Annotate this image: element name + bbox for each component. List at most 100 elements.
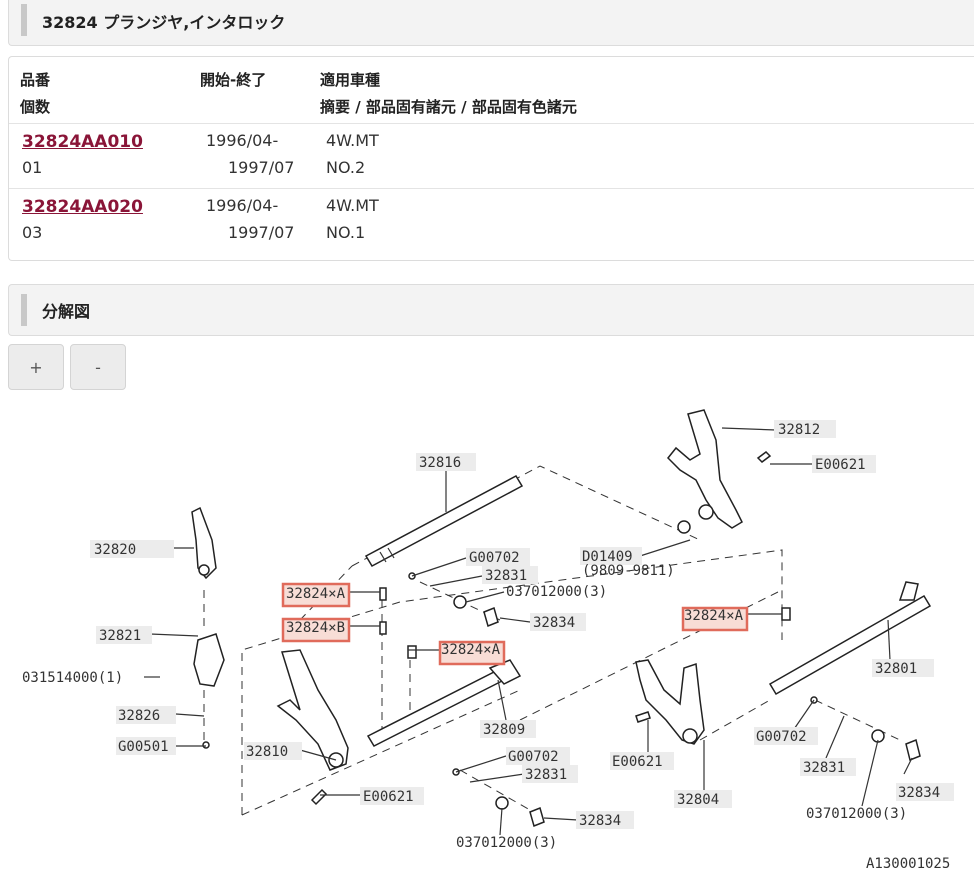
highlighted-part-callout[interactable]: 32824×A — [438, 640, 506, 666]
part-callout[interactable]: 32812 — [774, 420, 836, 438]
label-32821: 32821 — [99, 628, 141, 644]
label-d01409: D01409 — [582, 549, 633, 565]
label-g00702-c: G00702 — [756, 729, 807, 745]
quantity: 01 — [22, 158, 43, 177]
diagram-section-title: 分解図 — [42, 302, 91, 321]
label-32824-b: 32824×B — [286, 620, 345, 636]
part-callout[interactable]: E00621 — [610, 752, 674, 770]
shift-rod-32801 — [768, 581, 932, 696]
label-32816: 32816 — [419, 455, 461, 471]
part-callout[interactable]: G00501 — [116, 737, 176, 755]
label-32824-a-3: 32824×A — [441, 642, 501, 658]
part-callout[interactable]: 037012000(3) — [456, 835, 557, 851]
label-32824-a-2: 32824×A — [684, 608, 744, 624]
part-callout[interactable]: 32804 — [674, 790, 732, 808]
part-title-panel: 32824 プランジヤ,インタロック — [8, 0, 974, 46]
part-callout[interactable]: 037012000(3) — [806, 806, 907, 822]
exploded-diagram: 32812 E00621 32816 32820 G00702 32831 D0… — [22, 409, 954, 872]
label-d01409-range: (9809-9811) — [582, 563, 675, 579]
note: NO.1 — [326, 223, 366, 242]
label-g00702-a: G00702 — [469, 550, 520, 566]
shift-fork-32804 — [635, 659, 705, 745]
header-qty: 個数 — [20, 98, 51, 116]
row-divider — [9, 123, 974, 124]
label-037012000-b: 037012000(3) — [456, 835, 557, 851]
label-g00501: G00501 — [118, 739, 169, 755]
highlighted-part-callout[interactable]: 32824×B — [281, 617, 351, 643]
header-part-no: 品番 — [20, 71, 51, 89]
part-callout[interactable]: 32831 — [482, 566, 538, 584]
label-32804: 32804 — [677, 792, 719, 808]
page-title: 32824 プランジヤ,インタロック — [42, 12, 286, 32]
diagram-accent-bar — [21, 294, 27, 326]
label-32834-c: 32834 — [898, 785, 940, 801]
header-period: 開始-終了 — [200, 71, 267, 89]
part-callout[interactable]: 32809 — [480, 720, 536, 738]
figure-id: A130001025 — [866, 856, 950, 872]
label-031514000: 031514000(1) — [22, 670, 123, 686]
part-callout[interactable]: 037012000(3) — [506, 584, 607, 600]
part-callout[interactable]: 031514000(1) — [22, 670, 123, 686]
part-callout[interactable]: 32834 — [530, 613, 586, 631]
part-callout[interactable]: 32816 — [416, 453, 476, 471]
part-callout[interactable]: 32821 — [96, 626, 152, 644]
quantity: 03 — [22, 223, 43, 242]
end-date: 1997/07 — [228, 223, 295, 242]
row-divider — [9, 188, 974, 189]
shift-arm-32820 — [191, 506, 217, 580]
label-32831-a: 32831 — [485, 568, 527, 584]
small-hardware — [202, 451, 921, 828]
label-32812: 32812 — [778, 422, 820, 438]
label-e00621-mid: E00621 — [363, 789, 414, 805]
part-callout[interactable]: D01409 (9809-9811) — [580, 547, 675, 579]
label-32809: 32809 — [483, 722, 525, 738]
label-037012000-a: 037012000(3) — [506, 584, 607, 600]
shift-rod-32816 — [364, 475, 524, 567]
part-callout[interactable]: 32810 — [244, 742, 302, 760]
label-e00621-top: E00621 — [815, 457, 866, 473]
header-model: 適用車種 — [320, 71, 381, 89]
part-number-link[interactable]: 32824AA010 — [22, 132, 143, 152]
figure-id-label: A130001025 — [866, 856, 950, 872]
label-g00702-b: G00702 — [508, 749, 559, 765]
part-callout[interactable]: E00621 — [812, 455, 876, 473]
label-32831-b: 32831 — [525, 767, 567, 783]
highlighted-part-callout[interactable]: 32824×A — [281, 582, 351, 608]
part-callout[interactable]: G00702 — [506, 747, 570, 765]
end-date: 1997/07 — [228, 158, 295, 177]
part-callout[interactable]: G00702 — [466, 548, 530, 566]
note: NO.2 — [326, 158, 366, 177]
label-32820: 32820 — [94, 542, 136, 558]
part-callout[interactable]: 32801 — [872, 659, 934, 677]
model: 4W.MT — [326, 131, 379, 150]
start-date: 1996/04- — [206, 196, 279, 215]
shift-rod-32809 — [366, 659, 522, 747]
shift-fork-32810 — [276, 649, 349, 771]
part-callout[interactable]: 32834 — [576, 811, 634, 829]
part-callout[interactable]: 32826 — [116, 706, 176, 724]
part-number-link[interactable]: 32824AA020 — [22, 197, 143, 217]
title-accent-bar — [21, 4, 27, 36]
parts-table: 品番 個数 開始-終了 適用車種 摘要 / 部品固有諸元 / 部品固有色諸元 3… — [8, 56, 974, 261]
zoom-out-button[interactable]: - — [70, 344, 126, 390]
label-32831-c: 32831 — [803, 760, 845, 776]
part-callout[interactable]: 32834 — [896, 783, 954, 801]
label-32826: 32826 — [118, 708, 160, 724]
part-callout[interactable]: 32831 — [522, 765, 578, 783]
part-callout[interactable]: 32831 — [800, 758, 856, 776]
shift-fork-32812 — [666, 409, 743, 529]
label-32834-a: 32834 — [533, 615, 575, 631]
label-037012000-c: 037012000(3) — [806, 806, 907, 822]
zoom-in-button[interactable]: + — [8, 344, 64, 390]
model: 4W.MT — [326, 196, 379, 215]
label-32801: 32801 — [875, 661, 917, 677]
label-e00621-bot: E00621 — [612, 754, 663, 770]
highlighted-part-callout[interactable]: 32824×A — [681, 606, 749, 632]
part-callout[interactable]: G00702 — [754, 727, 818, 745]
part-callout[interactable]: 32820 — [90, 540, 174, 558]
label-32834-b: 32834 — [579, 813, 621, 829]
part-callout[interactable]: E00621 — [360, 787, 424, 805]
start-date: 1996/04- — [206, 131, 279, 150]
label-32810: 32810 — [246, 744, 288, 760]
header-notes: 摘要 / 部品固有諸元 / 部品固有色諸元 — [320, 98, 577, 116]
